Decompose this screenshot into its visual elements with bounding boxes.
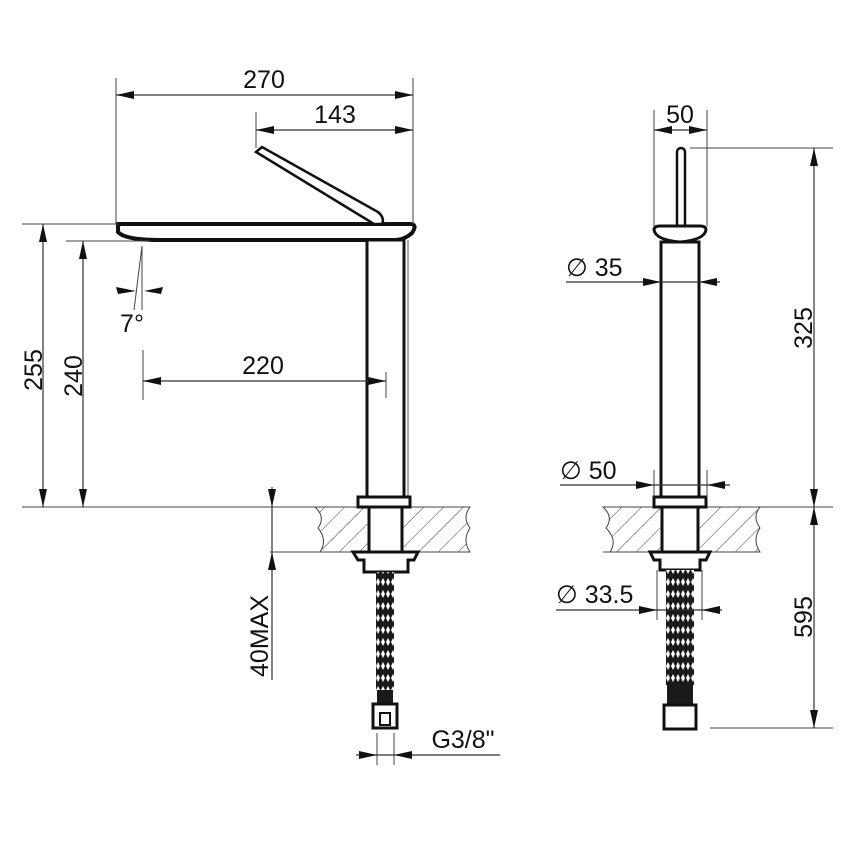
angle-line <box>133 245 143 311</box>
faucet-body <box>365 238 406 500</box>
dim-label-angle: 7° <box>120 310 144 338</box>
dim-label-thread: G3/8" <box>431 726 494 754</box>
angle-arrow-right <box>144 287 163 294</box>
braided-hose <box>376 572 394 690</box>
dim-label-overall-width: 270 <box>243 66 285 94</box>
dim-label-lever-to-end: 143 <box>314 101 356 129</box>
spout-cap-front <box>652 224 708 244</box>
hose-connector-front <box>662 703 698 731</box>
lever-handle-front <box>675 146 687 230</box>
front-view: 50 ∅ 35 ∅ 50 ∅ 33.5 325 595 <box>556 101 833 731</box>
dim-label-base-diameter: ∅ 50 <box>560 457 617 485</box>
shank-front <box>660 505 700 554</box>
hose-connector-window <box>379 712 391 726</box>
mounting-nut <box>350 550 421 574</box>
dim-label-spout-reach: 220 <box>242 352 284 380</box>
hose-ferrule-front <box>667 685 693 705</box>
spout <box>116 222 417 242</box>
angle-arrow-left <box>116 287 136 294</box>
lever-handle <box>253 145 385 226</box>
dim-label-max-thickness: 40MAX <box>246 595 274 677</box>
braided-hose-front <box>666 570 694 685</box>
dim-label-hose-length: 595 <box>790 596 818 638</box>
faucet-body-front <box>659 240 701 499</box>
dim-label-height-outlet: 240 <box>60 355 88 397</box>
mounting-nut-front <box>647 550 713 572</box>
dim-label-spout-diameter: ∅ 35 <box>566 254 623 282</box>
dim-label-height-top: 255 <box>20 349 48 391</box>
dim-label-shank-diameter: ∅ 33.5 <box>556 581 633 609</box>
dim-label-lever-width: 50 <box>666 101 694 129</box>
dim-label-height-above-counter: 325 <box>790 307 818 349</box>
shank <box>367 505 404 554</box>
side-view: 270 143 255 240 7° 220 <box>20 66 500 765</box>
hose-ferrule <box>377 690 393 704</box>
